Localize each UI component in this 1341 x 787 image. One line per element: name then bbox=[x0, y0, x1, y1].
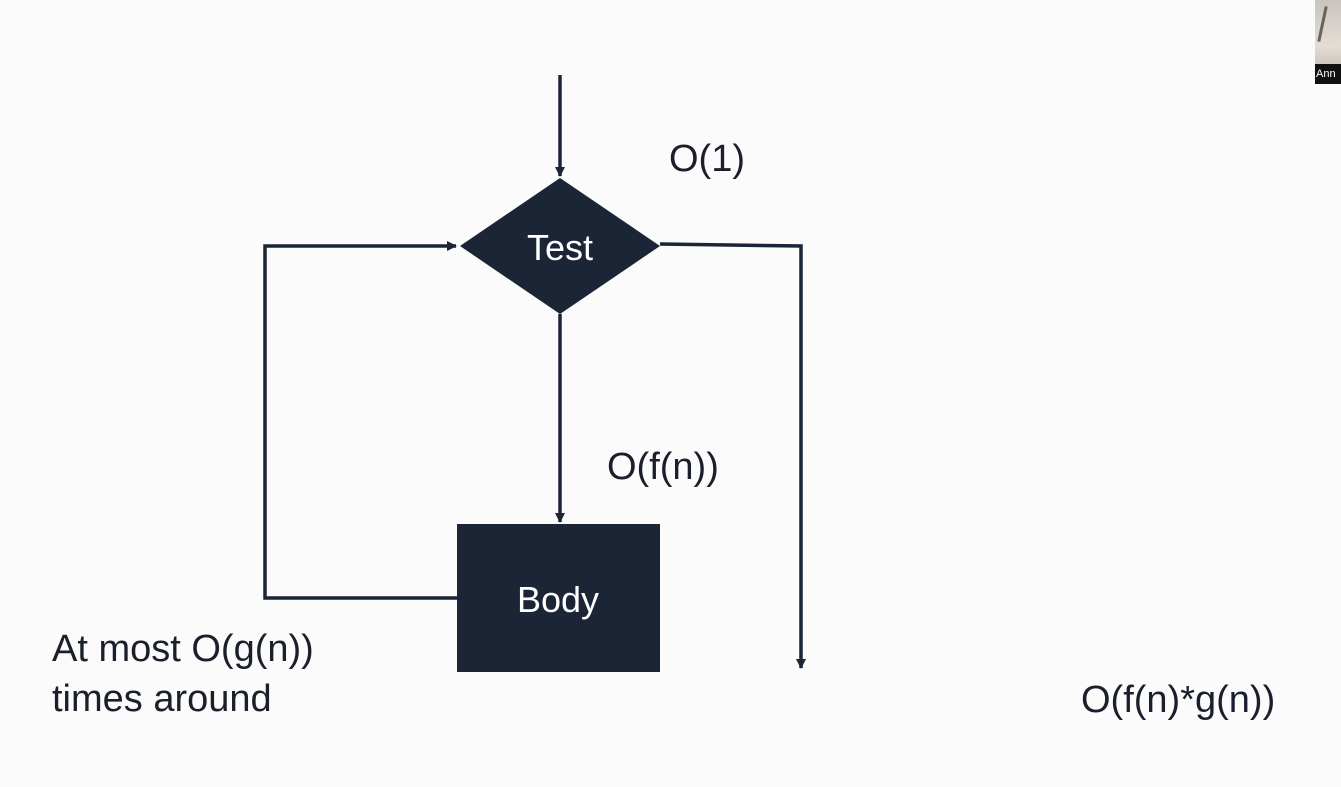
exit-arrow bbox=[659, 242, 806, 669]
total-cost-label: O(f(n)*g(n)) bbox=[1081, 679, 1276, 721]
test-label: Test bbox=[527, 227, 593, 268]
body-box bbox=[457, 524, 660, 672]
loop-count-note-line-1: At most O(g(n)) bbox=[52, 628, 314, 670]
video-feed-image bbox=[1317, 6, 1328, 42]
body-cost-label: O(f(n)) bbox=[607, 446, 719, 488]
participant-video-thumbnail[interactable]: Ann bbox=[1315, 0, 1341, 84]
participant-name: Ann bbox=[1315, 64, 1341, 84]
test-cost-label: O(1) bbox=[669, 138, 745, 180]
loop-count-note-line-2: times around bbox=[52, 678, 272, 720]
body-label: Body bbox=[517, 579, 599, 620]
test-diamond bbox=[460, 178, 660, 314]
loop-back-arrow bbox=[263, 241, 457, 600]
loop-count-note: At most O(g(n)) times around bbox=[52, 624, 314, 724]
